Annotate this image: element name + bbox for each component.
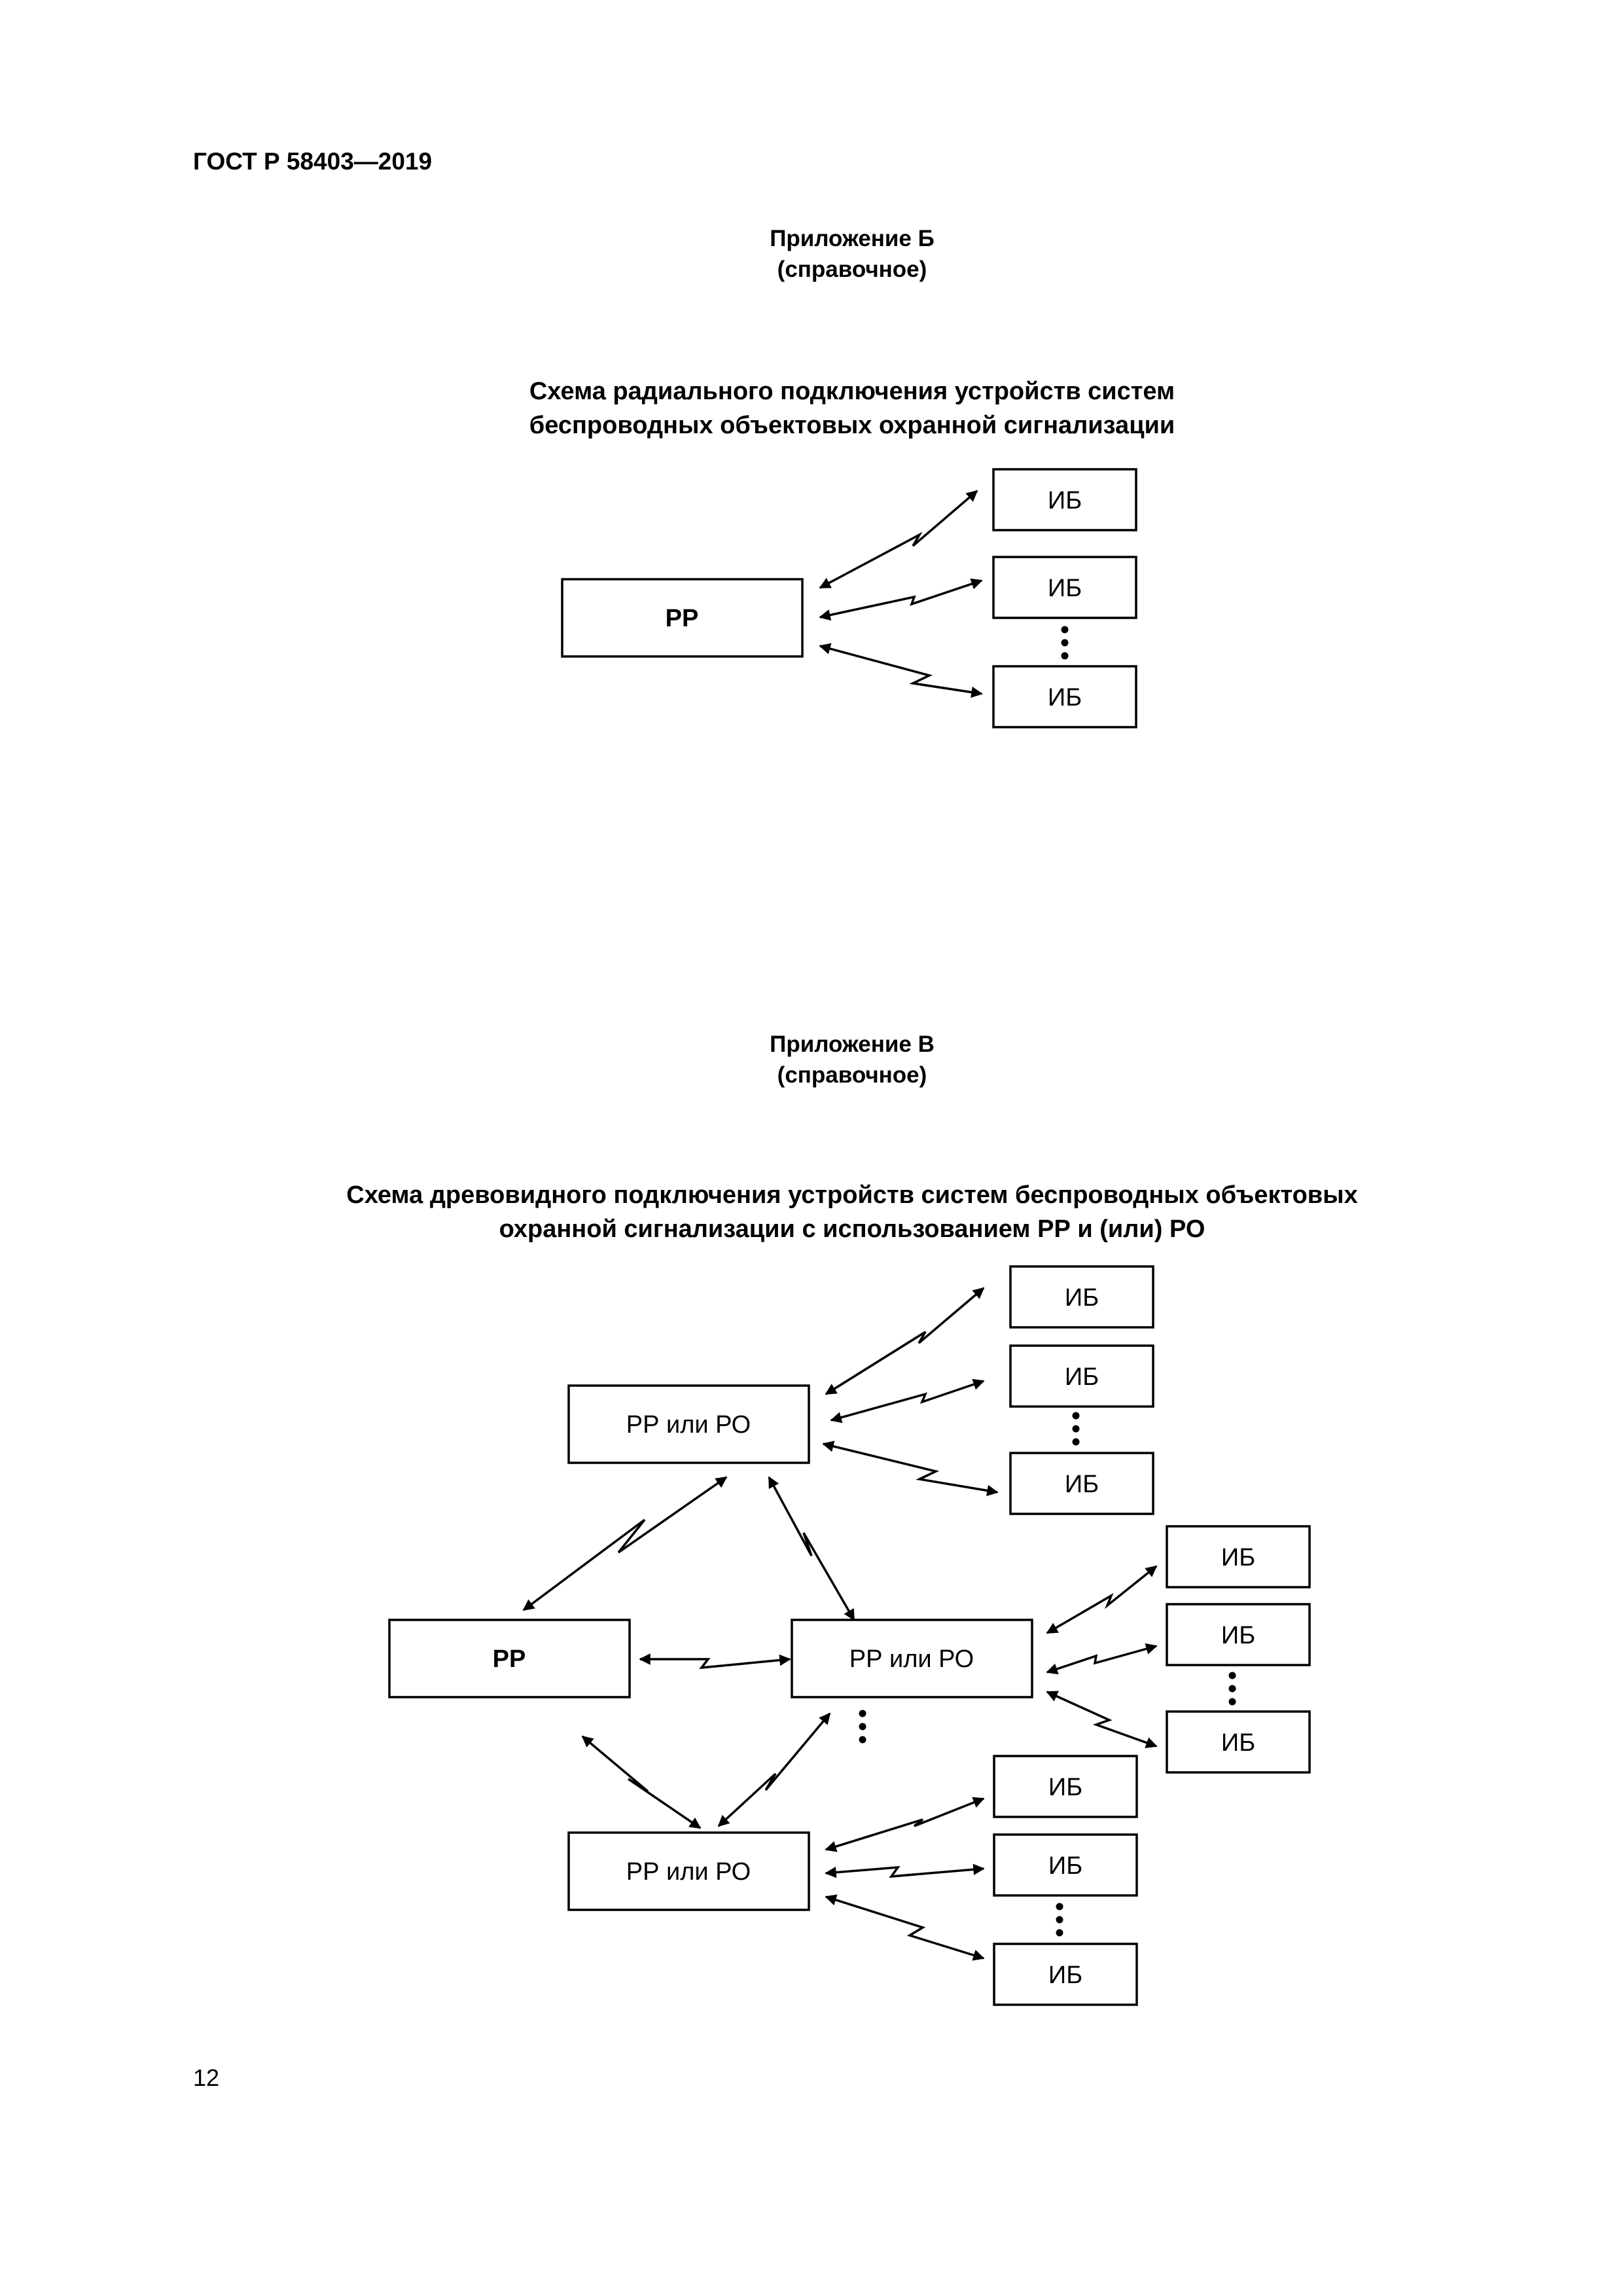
tree-top-ib-label-1: ИБ xyxy=(1065,1284,1099,1312)
tree-link-right-ib-3 xyxy=(1046,1691,1158,1748)
tree-bottom-ib-label-1: ИБ xyxy=(1048,1774,1082,1801)
tree-right-ib-label-1: ИБ xyxy=(1221,1544,1255,1571)
appendix-v-note: (справочное) xyxy=(777,1062,927,1088)
tree-right-ib-3: ИБ xyxy=(1166,1710,1311,1774)
tree-right-ib-1: ИБ xyxy=(1166,1525,1311,1588)
tree-mid-ellipsis xyxy=(859,1710,866,1744)
tree-right-ib-2: ИБ xyxy=(1166,1603,1311,1666)
radial-ib-node-1: ИБ xyxy=(992,468,1137,531)
tree-link-bottom-ib-3 xyxy=(825,1894,985,1961)
tree-diagram: РР РР или РО РР или РО РР или РО ИБ ИБ И… xyxy=(388,1265,1311,2006)
tree-link-bottom-ib-2 xyxy=(825,1863,985,1878)
tree-link-mid-to-bottom xyxy=(717,1712,831,1827)
tree-right-ib-label-3: ИБ xyxy=(1221,1729,1255,1757)
appendix-v-title-line1: Схема древовидного подключения устройств… xyxy=(346,1181,1358,1209)
radial-ellipsis xyxy=(1061,626,1069,660)
tree-top-ib-3: ИБ xyxy=(1009,1452,1154,1515)
radial-rr-label: РР xyxy=(666,605,699,632)
tree-link-rr-to-mid xyxy=(639,1653,791,1670)
appendix-b-title-line1: Схема радиального подключения устройств … xyxy=(529,378,1175,405)
tree-rr-label: РР xyxy=(493,1645,526,1673)
tree-top-ib-1: ИБ xyxy=(1009,1265,1154,1329)
tree-bottom-ib-1: ИБ xyxy=(993,1755,1138,1818)
radial-ib-label-1: ИБ xyxy=(1048,487,1082,514)
radial-link-1 xyxy=(819,490,978,589)
appendix-b-label: Приложение Б xyxy=(770,226,935,251)
tree-bottom-ib-label-2: ИБ xyxy=(1048,1852,1082,1880)
tree-bottom-ib-label-3: ИБ xyxy=(1048,1962,1082,1989)
radial-ib-label-2: ИБ xyxy=(1048,575,1082,602)
radial-ib-node-2: ИБ xyxy=(992,556,1137,619)
radial-link-2 xyxy=(819,578,983,621)
tree-right-ellipsis xyxy=(1228,1672,1236,1706)
tree-right-ib-label-2: ИБ xyxy=(1221,1622,1255,1649)
radial-ib-node-3: ИБ xyxy=(992,665,1137,728)
tree-bottom-ellipsis xyxy=(1056,1903,1063,1937)
tree-top-ib-label-2: ИБ xyxy=(1065,1363,1099,1391)
tree-link-top-ib-2 xyxy=(830,1378,985,1424)
radial-ib-label-3: ИБ xyxy=(1048,684,1082,711)
tree-top-ib-label-3: ИБ xyxy=(1065,1471,1099,1498)
appendix-b-title-line2: беспроводных объектовых охранной сигнали… xyxy=(529,412,1175,439)
tree-link-right-ib-2 xyxy=(1046,1643,1158,1675)
tree-repeater-mid: РР или РО xyxy=(791,1619,1033,1698)
tree-top-ellipsis xyxy=(1072,1412,1080,1446)
tree-repeater-top-label: РР или РО xyxy=(626,1411,751,1439)
radial-diagram: РР ИБ ИБ ИБ xyxy=(561,468,1137,728)
tree-link-top-to-mid xyxy=(768,1476,855,1621)
tree-link-rr-to-bottom xyxy=(581,1735,702,1829)
tree-repeater-top: РР или РО xyxy=(567,1384,810,1464)
appendix-v-title-line2: охранной сигнализации с использованием Р… xyxy=(499,1215,1205,1243)
tree-bottom-ib-2: ИБ xyxy=(993,1833,1138,1897)
tree-link-bottom-ib-1 xyxy=(825,1797,985,1852)
tree-repeater-mid-label: РР или РО xyxy=(849,1645,974,1673)
appendix-b-note: (справочное) xyxy=(777,257,927,282)
radial-rr-node: РР xyxy=(561,578,804,658)
tree-repeater-bottom: РР или РО xyxy=(567,1831,810,1911)
tree-top-ib-2: ИБ xyxy=(1009,1344,1154,1408)
tree-link-top-ib-1 xyxy=(825,1287,985,1395)
tree-link-right-ib-1 xyxy=(1046,1565,1158,1634)
appendix-v-label: Приложение В xyxy=(770,1031,935,1057)
tree-bottom-ib-3: ИБ xyxy=(993,1943,1138,2006)
tree-rr-node: РР xyxy=(388,1619,631,1698)
tree-link-rr-to-top xyxy=(522,1476,728,1611)
tree-link-top-ib-3 xyxy=(822,1441,999,1497)
tree-repeater-bottom-label: РР или РО xyxy=(626,1858,751,1886)
document-header: ГОСТ Р 58403—2019 xyxy=(193,148,433,175)
page-number: 12 xyxy=(193,2064,220,2091)
radial-link-3 xyxy=(819,643,983,698)
